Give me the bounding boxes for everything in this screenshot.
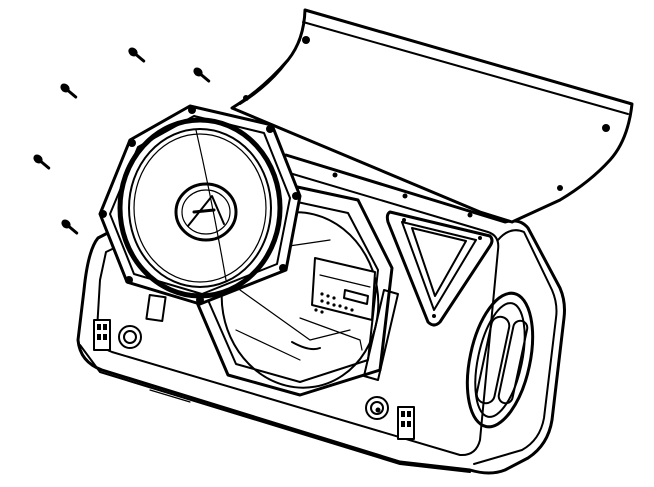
terminal-pin (401, 411, 405, 417)
woofer-cone-edge (128, 128, 272, 288)
horn-inner (401, 221, 477, 311)
terminal-pin (401, 421, 405, 427)
terminal-pin (407, 411, 411, 417)
handle-grip (497, 319, 529, 405)
horn-throat (411, 227, 467, 297)
screw (60, 83, 78, 99)
woofer-screwdriver-mark (192, 208, 216, 214)
screw (128, 47, 146, 63)
terminal-pin (97, 324, 101, 330)
rim-screw-hole (375, 407, 381, 413)
amp-component-dots (314, 292, 354, 314)
grille-screw-hole (602, 124, 610, 132)
cabinet-slot (363, 289, 399, 381)
woofer-logo-mark (187, 195, 225, 227)
rim-screw-hole (467, 212, 473, 218)
brace-line (239, 289, 351, 341)
screw (33, 154, 51, 170)
screws (33, 47, 211, 235)
terminal-block-right (397, 406, 415, 440)
terminal-pin (103, 334, 107, 340)
woofer-cone-line (195, 129, 227, 281)
front-grille (230, 8, 634, 224)
amp-cable (291, 341, 321, 351)
woofer-mount-hole (196, 296, 204, 304)
foot-socket-left (118, 325, 142, 349)
terminal-pin (407, 421, 411, 427)
screw (61, 219, 79, 235)
bottom-terminals (93, 294, 415, 440)
woofer-mount-hole (266, 125, 274, 133)
woofer-mount-hole (99, 210, 107, 218)
horn-screw (432, 314, 436, 318)
horn-port (385, 210, 494, 327)
woofer-mount-hole (279, 264, 287, 272)
horn-screw (402, 218, 406, 222)
woofer-mount-hole (188, 106, 196, 114)
handle-grip (475, 315, 511, 405)
amplifier-board (291, 257, 376, 351)
foot-socket-right (365, 396, 389, 420)
woofer-mount-hole (125, 276, 133, 284)
woofer-dust-cap-inner (181, 189, 231, 235)
foot-socket-right-inner (370, 401, 384, 415)
side-handle (465, 291, 535, 429)
amp-board-rail (319, 274, 371, 288)
terminal-block-left (93, 319, 111, 351)
cabinet-bottom-lip (79, 344, 471, 473)
amp-cable (299, 317, 363, 351)
cabinet-foot-line (149, 389, 191, 403)
amp-connector (343, 289, 369, 305)
grille-clip (243, 95, 249, 101)
woofer-dust-cap (174, 182, 238, 242)
handle-recess-outer (465, 291, 535, 429)
foot-socket-left-inner (123, 330, 137, 344)
rim-screw-hole (332, 172, 338, 178)
handle-recess-inner (474, 302, 526, 418)
horn-screw (478, 236, 482, 240)
woofer-mount-hole (128, 139, 136, 147)
cabinet-side-edge (473, 229, 558, 465)
woofer-cone (133, 133, 267, 283)
woofer-driver (98, 104, 302, 306)
screw (193, 67, 211, 83)
bottom-tab (145, 294, 167, 322)
rim-screw-hole (402, 193, 408, 199)
grille-top-edge (302, 21, 629, 115)
grille-clip (557, 185, 563, 191)
brace-line (235, 329, 301, 361)
terminal-pin (97, 334, 101, 340)
terminal-pin (103, 324, 107, 330)
grille-screw-hole (302, 36, 310, 44)
woofer-mount-hole (292, 192, 300, 200)
